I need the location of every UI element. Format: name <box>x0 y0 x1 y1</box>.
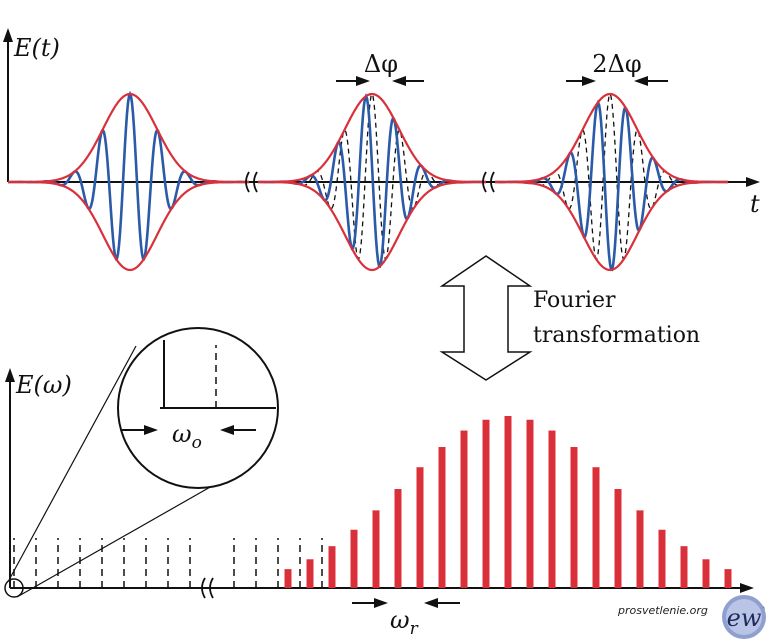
fourier-label-line1: Fourier <box>533 288 616 313</box>
comb-tooth <box>724 569 732 588</box>
zoom-line-upper <box>8 345 137 581</box>
comb-tooth <box>306 559 314 588</box>
freq-y-axis-arrowhead <box>5 368 15 382</box>
comb-teeth <box>284 416 732 588</box>
offset-frequency-label: ωo <box>172 420 202 453</box>
phase-shift-label: Δφ <box>364 50 398 78</box>
comb-tooth <box>460 430 468 588</box>
pulse-3-lower-envelope <box>495 180 728 272</box>
dashed-comb-lines <box>13 538 323 588</box>
comb-tooth <box>548 430 556 588</box>
comb-tooth <box>350 529 358 588</box>
time-y-axis-arrowhead <box>3 28 13 42</box>
double-phase-shift-label: 2Δφ <box>592 50 641 78</box>
pulse-3-upper-envelope <box>495 92 728 184</box>
pulse-3-reference-carrier <box>495 92 728 260</box>
zoom-line-lower <box>16 485 213 598</box>
freq-y-axis-label: E(ω) <box>15 371 72 399</box>
repetition-rate-label: ωr <box>390 606 419 639</box>
zoom-inset <box>117 327 279 489</box>
comb-tooth <box>570 447 578 588</box>
time-axis-break-2 <box>482 171 495 193</box>
pulse-1-carrier <box>8 90 249 261</box>
pulse-2-upper-envelope <box>258 92 486 184</box>
comb-tooth <box>702 559 710 588</box>
comb-tooth <box>636 510 644 588</box>
comb-tooth <box>592 467 600 588</box>
phase-marker-2 <box>566 76 668 86</box>
comb-tooth <box>284 569 292 588</box>
time-x-axis-label: t <box>750 190 760 218</box>
fourier-arrow <box>439 255 533 381</box>
freq-x-axis-arrowhead <box>740 583 754 593</box>
phase-marker-1 <box>336 76 424 86</box>
comb-tooth <box>438 447 446 588</box>
pulse-train <box>8 90 728 272</box>
svg-text:ew: ew <box>727 604 762 632</box>
comb-tooth <box>680 546 688 588</box>
time-axis-break-1 <box>245 171 258 193</box>
freq-axis-break <box>201 577 214 599</box>
comb-tooth <box>328 546 336 588</box>
origin-zoom-marker <box>4 578 24 598</box>
watermark-text: prosvetlenie.org <box>618 604 708 617</box>
watermark-logo: ew <box>722 595 766 639</box>
comb-tooth <box>658 529 666 588</box>
pulse-2-lower-envelope <box>258 180 486 272</box>
time-y-axis-label: E(t) <box>13 34 60 62</box>
pulse-3-carrier <box>494 99 728 272</box>
repetition-rate-marker <box>352 598 460 608</box>
comb-tooth <box>372 510 380 588</box>
frequency-domain-panel: E(ω) ω ωo ωr <box>4 327 766 639</box>
comb-tooth <box>504 416 512 588</box>
time-x-axis-arrowhead <box>746 177 760 187</box>
time-domain-panel: E(t) t Δφ 2Δφ <box>3 28 760 272</box>
comb-tooth <box>614 489 622 588</box>
comb-tooth <box>394 489 402 588</box>
pulse-1-lower-envelope <box>8 180 250 272</box>
pulse-1-upper-envelope <box>8 92 250 184</box>
comb-tooth <box>416 467 424 588</box>
comb-tooth <box>526 419 534 588</box>
comb-tooth <box>482 419 490 588</box>
fourier-label-line2: transformation <box>533 323 700 348</box>
